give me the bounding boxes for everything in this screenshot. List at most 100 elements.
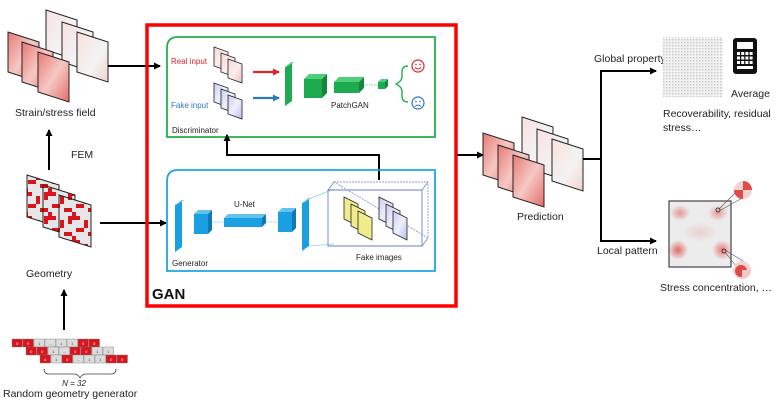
patchgan-block-2: [304, 74, 327, 98]
geometry-bit-value: ...: [77, 357, 80, 362]
discriminator-label: Discriminator: [172, 126, 219, 135]
real-input-label: Real input: [171, 57, 208, 66]
geometry-bit-value: 1: [88, 357, 91, 362]
geometry-bit-value: 0: [85, 349, 88, 354]
fem-label: FEM: [71, 149, 93, 161]
geometry-bit-value: 0: [121, 357, 124, 362]
geometry-bit-cell: [25, 346, 37, 356]
geometry-bit-value: 1: [60, 341, 63, 346]
geometry-bit-cell: [11, 338, 23, 348]
patchgan-label: PatchGAN: [331, 101, 369, 110]
geometry-bit-value: 1: [107, 349, 110, 354]
unet-network: [175, 198, 311, 252]
geometry-bit-cell: [116, 354, 128, 364]
calculator-key: [741, 52, 745, 55]
calculator-key: [741, 56, 745, 60]
unet-label: U-Net: [234, 200, 256, 209]
prediction-panel: [512, 154, 545, 208]
generator-label: Generator: [172, 259, 208, 268]
output-brace: [394, 65, 409, 103]
discriminator-frame: [166, 36, 436, 138]
unet-bottleneck: [224, 214, 266, 227]
geometry-bit-value: 0: [82, 341, 85, 346]
calculator-key: [737, 52, 740, 55]
geometry-bit-cell: [105, 354, 117, 364]
geometry-bit-value: 0: [74, 349, 77, 354]
geometry-bit-value: 1: [38, 341, 41, 346]
global-property-grid: [663, 37, 723, 97]
geometry-bit-cell: [94, 354, 106, 364]
geometry-bit-value: 0: [110, 357, 113, 362]
calculator-key: [737, 56, 740, 60]
fake-input-stack: [213, 82, 243, 120]
geometry-bit-value: 1: [55, 357, 58, 362]
stress-concentration-map: [668, 181, 752, 279]
geometry-panel: [58, 194, 92, 248]
prediction-label: Prediction: [517, 211, 564, 223]
fake-input-panel: [227, 94, 243, 120]
generator-frame: [166, 169, 436, 272]
calculator-icon: [733, 38, 757, 74]
geometry-bit-value: ...: [49, 341, 52, 346]
geometry-bit-value: 1: [71, 341, 74, 346]
geometry-bit-cell: [39, 354, 51, 364]
calculator-key: [745, 52, 749, 55]
global-property-label: Global property: [594, 53, 667, 65]
geometry-bit-cell: [50, 354, 62, 364]
calculator-key: [749, 52, 753, 55]
patchgan-network: [285, 62, 388, 106]
random-geometry-generator-label: Random geometry generator: [3, 388, 138, 400]
geometry-stack: [26, 174, 92, 248]
fake-images-to-discriminator-arrow: [223, 134, 380, 180]
strain-stress-field-stack: [7, 9, 109, 103]
real-input-stack: [213, 46, 243, 84]
calculator-key: [737, 61, 740, 64]
geometry-bit-value: 1: [99, 357, 102, 362]
gan-frame: [145, 23, 458, 308]
field-panel: [37, 51, 70, 103]
geometry-bit-cell: [61, 354, 73, 364]
real-input-panel: [227, 58, 243, 84]
fake-input-label: Fake input: [171, 101, 209, 110]
geometry-bit-value: 0: [41, 349, 44, 354]
happy-face-icon: [411, 59, 425, 73]
sad-face-icon: [411, 96, 425, 110]
geometry-bit-cell: [83, 354, 95, 364]
geometry-bit-value: 1: [52, 349, 55, 354]
geometry-bit-value: 0: [16, 341, 19, 346]
local-pattern-label: Local pattern: [597, 245, 658, 257]
geometry-bit-value: 0: [30, 349, 33, 354]
stress-concentration-label: Stress concentration, …: [660, 282, 772, 294]
geometry-label: Geometry: [26, 268, 73, 280]
fake-images-box: [308, 181, 429, 247]
strain-stress-field-label: Strain/stress field: [15, 107, 96, 119]
calculator-key: [749, 61, 753, 64]
fake-image-yellow-panel: [357, 210, 373, 241]
zoom-circle-bottom: [733, 261, 751, 279]
geometry-bit-value: 0: [27, 341, 30, 346]
n-label: N = 32: [62, 379, 86, 388]
gan-title: GAN: [152, 286, 185, 303]
calculator-key: [741, 61, 745, 64]
n-brace: [43, 368, 117, 379]
geometry-bit-value: 0: [66, 357, 69, 362]
patchgan-block-4: [378, 79, 388, 89]
geometry-bit-value: ...: [63, 349, 66, 354]
global-desc-line1: Recoverability, residual: [663, 108, 771, 120]
geometry-bit-cell: [72, 354, 84, 364]
patchgan-block-3: [334, 77, 364, 93]
global-desc-line2: stress…: [663, 122, 702, 134]
prediction-panel: [551, 138, 584, 192]
field-panel: [76, 31, 109, 83]
prediction-stack: [482, 116, 584, 208]
fake-image-blue-panel: [392, 210, 408, 241]
zoom-circle-top: [734, 181, 752, 199]
calculator-key: [745, 56, 749, 60]
calculator-key: [737, 66, 753, 69]
unet-block-2: [194, 210, 212, 234]
calculator-key: [745, 61, 749, 64]
average-label: Average: [731, 88, 770, 100]
fake-images-label: Fake images: [356, 253, 402, 262]
